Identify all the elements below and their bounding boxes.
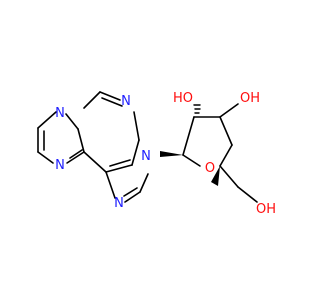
- atom-label-layer: N N N N N HO OH O OH: [55, 91, 276, 217]
- atom-n-pyrimidine: N: [121, 94, 131, 109]
- molecule-structure-diagram: N N N N N HO OH O OH: [0, 0, 300, 300]
- bond: [65, 113, 79, 130]
- bond: [105, 164, 133, 173]
- bond-layer: [37, 91, 258, 203]
- wedge-bond: [211, 166, 220, 186]
- diagram-background: [0, 0, 300, 300]
- bond: [182, 154, 201, 167]
- bond: [37, 111, 57, 129]
- bond: [219, 103, 239, 118]
- atom-n-imidazo: N: [55, 106, 65, 121]
- bond: [109, 159, 131, 167]
- wedge-bond: [160, 151, 183, 157]
- atom-o-ring: O: [205, 161, 215, 176]
- bond: [123, 187, 138, 197]
- bond: [77, 128, 85, 153]
- bond: [219, 165, 239, 188]
- bond: [133, 111, 140, 141]
- bond: [99, 91, 121, 101]
- bond: [66, 151, 85, 164]
- bond: [139, 173, 149, 193]
- bond: [182, 116, 195, 156]
- bond: [83, 151, 107, 173]
- bond: [219, 144, 233, 167]
- atom-o-hydroxyl-2: HO: [173, 91, 193, 106]
- atom-o-hydroxyl-3: OH: [240, 91, 260, 106]
- bond: [237, 186, 258, 203]
- bond: [105, 171, 116, 199]
- bond: [69, 149, 83, 159]
- atom-n-imidazole: N: [114, 196, 124, 211]
- bond: [37, 151, 54, 164]
- bond: [131, 139, 140, 166]
- bond: [219, 116, 233, 146]
- atom-n-glycosidic: N: [141, 149, 151, 164]
- bond: [101, 97, 123, 107]
- bond: [83, 91, 101, 109]
- bond: [124, 191, 141, 203]
- atom-o-hydroxymethyl: OH: [256, 202, 276, 217]
- atom-n-bridgehead: N: [55, 158, 65, 173]
